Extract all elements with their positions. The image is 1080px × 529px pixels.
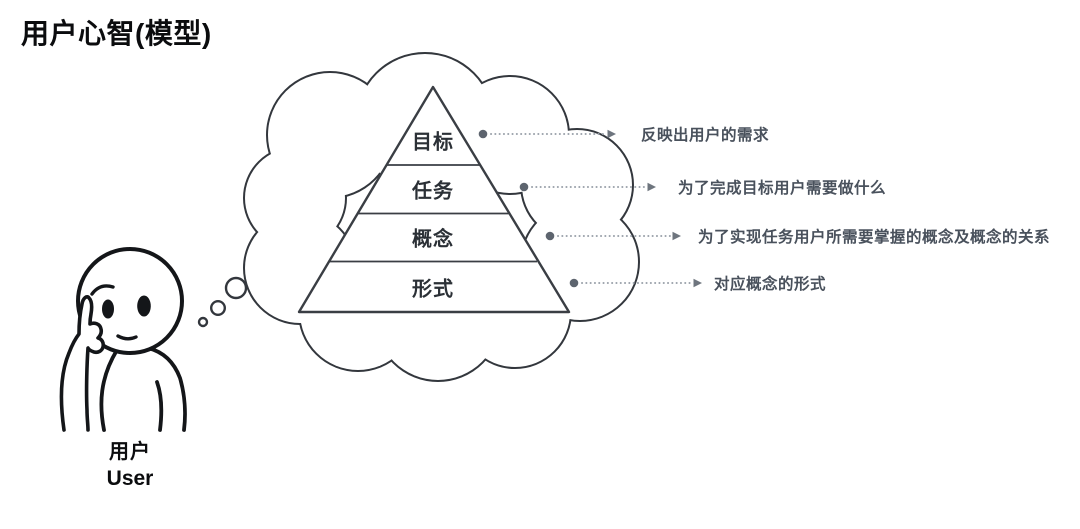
eye-left (102, 299, 114, 319)
annotation-goal: 反映出用户的需求 (641, 127, 770, 144)
page-title: 用户心智(模型) (21, 18, 212, 49)
connector-dot (545, 231, 555, 241)
pyramid-shape (297, 85, 571, 314)
mouth (116, 334, 138, 341)
thinking-person-icon (59, 247, 187, 432)
pyramid-level-label-goal: 目标 (412, 131, 454, 154)
eyebrow (90, 284, 115, 296)
torso-right (146, 346, 187, 432)
annotation-form: 对应概念的形式 (714, 276, 827, 293)
character-label-en: User (106, 467, 154, 490)
arrowhead-icon (693, 278, 702, 288)
arm-hand-pointing (59, 295, 106, 432)
connector-dot (569, 278, 579, 288)
connector-task (519, 182, 656, 192)
annotation-concept: 为了实现任务用户所需要掌握的概念及概念的关系 (698, 229, 1051, 246)
connector-form (569, 278, 702, 288)
character-label-zh: 用户 (108, 441, 151, 463)
head (76, 247, 184, 355)
pyramid-level-label-task: 任务 (412, 180, 454, 203)
eye-right (137, 295, 151, 317)
torso-left (99, 348, 119, 432)
arrowhead-icon (672, 231, 681, 241)
arrowhead-icon (647, 182, 656, 192)
arm-right-inner (155, 380, 164, 432)
annotation-task: 为了完成目标用户需要做什么 (678, 180, 887, 197)
pyramid-level-label-form: 形式 (412, 278, 454, 301)
connector-concept (545, 231, 681, 241)
connector-goal (478, 129, 616, 139)
pyramid-level-label-concept: 概念 (412, 228, 454, 251)
thought-bubbles-icon (197, 276, 248, 328)
connector-dot (478, 129, 488, 139)
arrowhead-icon (607, 129, 616, 139)
connector-dot (519, 182, 529, 192)
character-caption: 用户 User (107, 439, 154, 492)
